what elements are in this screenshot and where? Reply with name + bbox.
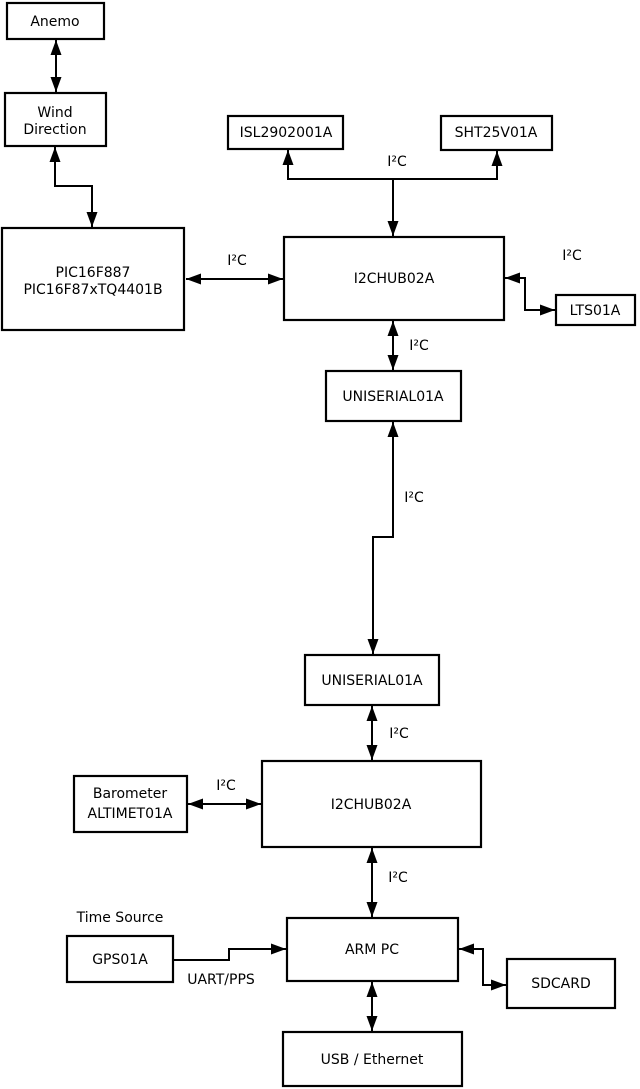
edge-winddirection-pic <box>49 147 98 227</box>
edge-i2chub-top-lts <box>505 272 555 316</box>
node-sdcard-label: SDCARD <box>531 976 591 992</box>
node-armpc-label: ARM PC <box>345 942 399 958</box>
node-barometer-label-line2: ALTIMET01A <box>88 806 173 822</box>
label-i2c-hub-uniserial-top: I²C <box>409 338 429 354</box>
node-isl-box <box>226 114 345 151</box>
node-uniserial-top-label: UNISERIAL01A <box>342 389 444 405</box>
node-usb-ethernet-label: USB / Ethernet <box>321 1052 424 1068</box>
node-anemo-label: Anemo <box>30 14 79 30</box>
node-usb-ethernet-box <box>281 1030 464 1088</box>
node-lts-label: LTS01A <box>570 303 621 319</box>
node-lts-box <box>554 293 637 327</box>
node-sht-label: SHT25V01A <box>455 125 538 141</box>
label-uart-pps: UART/PPS <box>187 972 255 988</box>
node-barometer-box <box>72 774 189 834</box>
node-armpc-box <box>285 916 460 983</box>
node-sht-box <box>439 114 554 152</box>
node-pic-box <box>0 226 186 332</box>
node-wind-direction-label-line2: Direction <box>23 122 86 138</box>
node-anemo-box <box>5 1 106 41</box>
node-wind-direction-box <box>3 91 108 148</box>
node-gps-box <box>65 934 175 984</box>
edge-armpc-sdcard <box>459 943 506 991</box>
node-gps-label: GPS01A <box>92 952 148 968</box>
label-i2c-barometer: I²C <box>216 778 236 794</box>
node-i2chub-top-box <box>282 235 506 322</box>
label-i2c-hub-lts: I²C <box>562 248 582 264</box>
label-i2c-hub-armpc: I²C <box>388 870 408 886</box>
node-sdcard-box <box>505 957 617 1010</box>
edge-gps-armpc <box>173 943 286 961</box>
node-barometer-label-line1: Barometer <box>93 786 168 802</box>
edge-uniserial-top-uniserial-bottom <box>367 422 399 654</box>
label-time-source: Time Source <box>76 910 164 926</box>
label-i2c-uniserial-link: I²C <box>404 490 424 506</box>
node-isl-label: ISL2902001A <box>240 125 333 141</box>
node-i2chub-top-label: I2CHUB02A <box>354 271 435 287</box>
label-i2c-pic-hub: I²C <box>227 253 247 269</box>
node-uniserial-bottom-label: UNISERIAL01A <box>321 673 423 689</box>
node-i2chub-bottom-label: I2CHUB02A <box>331 797 412 813</box>
node-pic-label-line2: PIC16F87xTQ4401B <box>23 282 162 298</box>
node-uniserial-bottom-box <box>303 653 441 707</box>
node-uniserial-top-box <box>324 369 463 423</box>
label-i2c-bus-top: I²C <box>387 154 407 170</box>
label-i2c-uniserial-hub-bottom: I²C <box>389 726 409 742</box>
node-i2chub-bottom-box <box>260 759 483 849</box>
node-wind-direction-label-line1: Wind <box>37 105 72 121</box>
node-pic-label-line1: PIC16F887 <box>56 265 131 281</box>
